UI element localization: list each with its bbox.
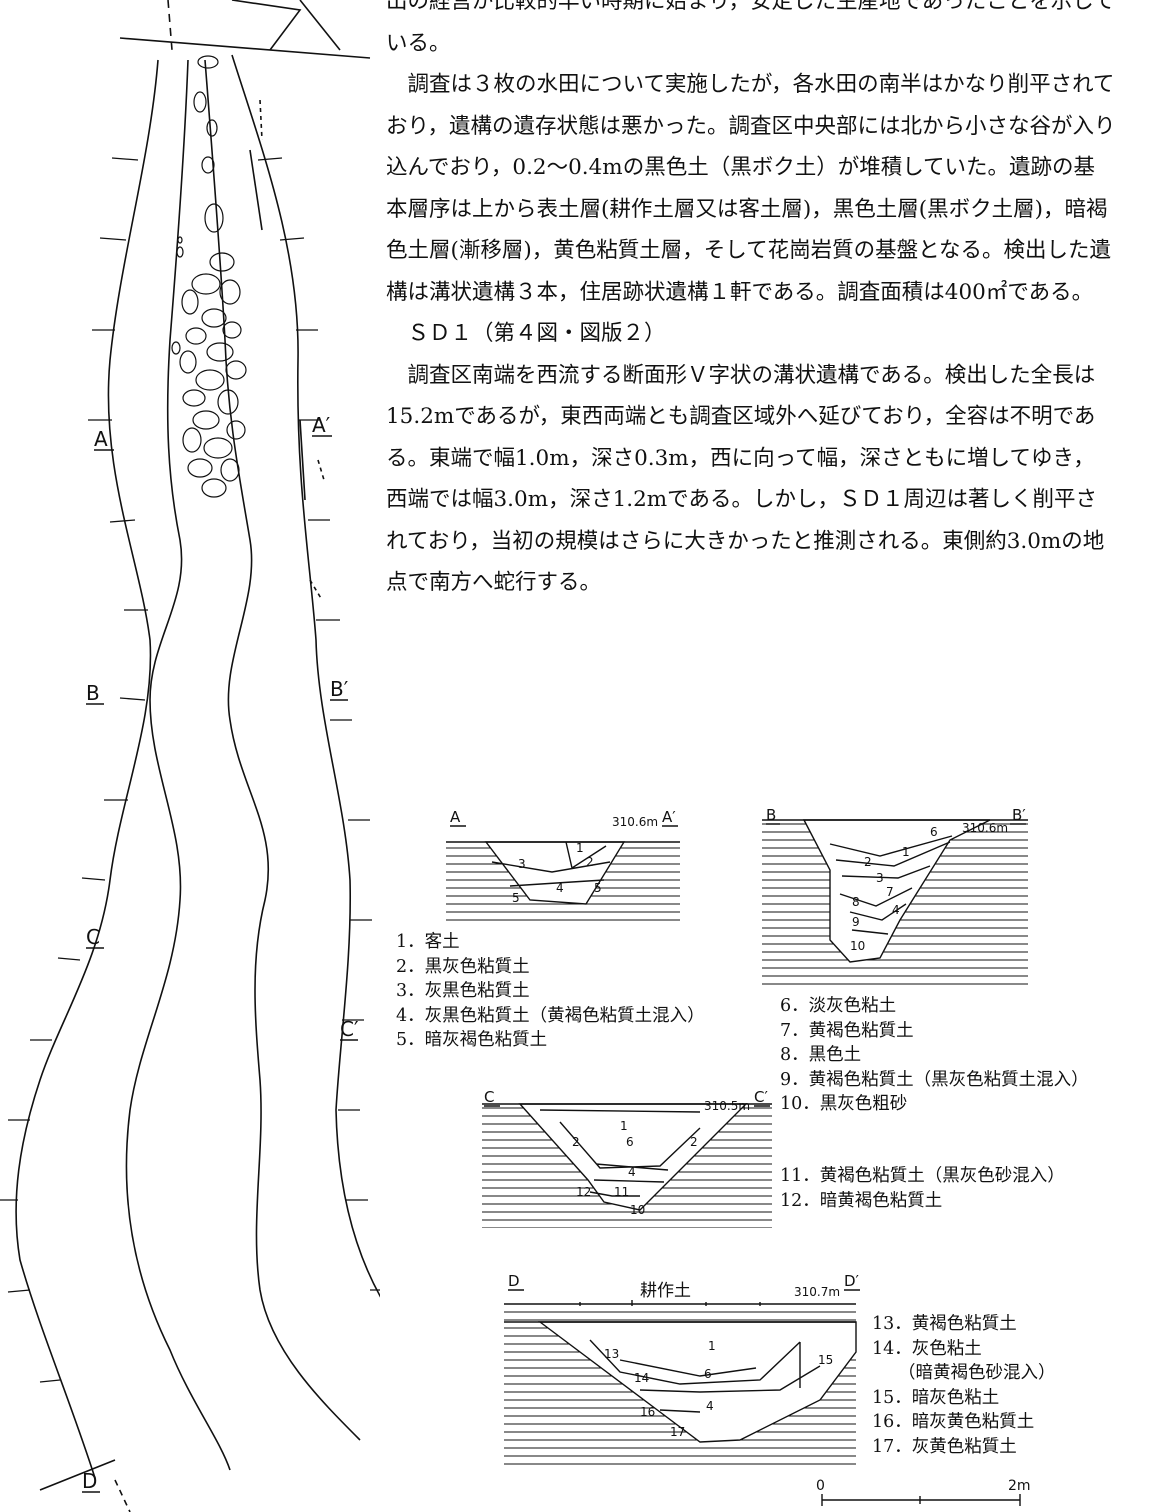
section-d-elev: 310.7m: [794, 1285, 840, 1299]
legend-item: 5．暗灰褐色粘質土: [396, 1030, 548, 1050]
paragraph-1: 出の経営が比較的早い時期に始まり，安定した生産地であったことを示している。: [386, 0, 1115, 56]
section-c-elev: 310.5m: [704, 1099, 750, 1113]
section-c-right: C′: [754, 1088, 768, 1106]
section-c-layer: 4: [628, 1165, 636, 1179]
section-a-layer: 5: [512, 891, 520, 905]
section-d-right: D′: [844, 1272, 860, 1290]
section-b-elev: 310.6m: [962, 821, 1008, 835]
legend-item: 15．暗灰色粘土: [872, 1387, 1000, 1408]
scale-max: 2m: [1008, 1478, 1031, 1494]
legend-item: 11．黄褐色粘質土（黒灰色砂混入）: [780, 1166, 1065, 1186]
stone-cluster: [171, 55, 247, 498]
legend-item: 13．黄褐色粘質土: [872, 1314, 1017, 1334]
section-d-layer: 1: [708, 1339, 716, 1353]
section-d-layer: 15: [818, 1353, 833, 1367]
legend-group-2: 6．淡灰色粘土 7．黄褐色粘質土 8．黒色土 9．黄褐色粘質土（黒灰色粘質土混入…: [780, 994, 1089, 1117]
legend-group-1: 1．客土 2．黒灰色粘質土 3．灰黒色粘質土 4．灰黒色粘質土（黄褐色粘質土混入…: [396, 930, 705, 1053]
section-d-layer: 17: [670, 1425, 685, 1439]
scale-bar: 0 2m: [816, 1478, 1031, 1506]
plan-label-c: C: [86, 925, 100, 949]
section-c-left: C: [484, 1088, 494, 1106]
section-d-layer: 14: [634, 1371, 649, 1385]
section-b-layer: 7: [886, 885, 894, 899]
paragraph-2: 調査は３枚の水田について実施したが，各水田の南半はかなり削平されており，遺構の遺…: [386, 72, 1116, 305]
section-a-layer: 3: [518, 857, 526, 871]
legend-item: 6．淡灰色粘土: [780, 996, 897, 1016]
section-heading-sd1: ＳＤ１（第４図・図版２）: [407, 321, 666, 346]
section-c-layer: 2: [572, 1135, 580, 1149]
section-a-elev: 310.6m: [612, 815, 658, 829]
section-b-layer: 10: [850, 939, 865, 953]
legend-item: 3．灰黒色粘質土: [396, 981, 530, 1001]
plan-label-b: B: [86, 681, 100, 705]
section-b-left: B: [766, 806, 776, 824]
legend-group-4: 13．黄褐色粘質土 14．灰色粘土 （暗黄褐色砂混入） 15．暗灰色粘土 16．…: [872, 1312, 1056, 1459]
section-c-layer: 6: [626, 1135, 634, 1149]
section-a-layer: 5: [594, 881, 602, 895]
legend-item: 8．黒色土: [780, 1045, 862, 1065]
section-c-layer: 2: [690, 1135, 698, 1149]
legend-item: 7．黄褐色粘質土: [780, 1020, 914, 1041]
section-b-layer: 1: [902, 845, 910, 859]
legend-item: 2．黒灰色粘質土: [396, 956, 530, 977]
section-b-layer: 8: [852, 895, 860, 909]
section-a-layer: 1: [576, 841, 584, 855]
legend-item: 12．暗黄褐色粘質土: [780, 1190, 943, 1211]
section-b-layer: 6: [930, 825, 938, 839]
legend-item: （暗黄褐色砂混入）: [898, 1363, 1056, 1383]
section-b-layer: 2: [864, 855, 872, 869]
site-plan-figure: A A′ B B′ C C′ D D′: [0, 0, 380, 1512]
plan-label-a: A: [94, 427, 108, 451]
section-d-left: D: [508, 1272, 520, 1290]
section-a-left: A: [450, 808, 461, 826]
scale-zero: 0: [816, 1478, 825, 1494]
section-c-layer: 1: [620, 1119, 628, 1133]
legend-group-3: 11．黄褐色粘質土（黒灰色砂混入） 12．暗黄褐色粘質土: [780, 1164, 1065, 1213]
section-d-layer: 6: [704, 1367, 712, 1381]
section-c-layer: 10: [630, 1203, 645, 1217]
section-b-layer: 4: [892, 903, 900, 917]
legend-item: 14．灰色粘土: [872, 1338, 982, 1359]
section-b-layer: 3: [876, 871, 884, 885]
body-text: 出の経営が比較的早い時期に始まり，安定した生産地であったことを示している。 調査…: [386, 0, 1116, 604]
section-a-layer: 2: [586, 855, 594, 869]
legend-item: 10．黒灰色粗砂: [780, 1094, 908, 1114]
plan-label-a-prime: A′: [312, 413, 331, 437]
legend-item: 1．客土: [396, 932, 460, 952]
section-d-topsoil: 耕作土: [640, 1281, 691, 1301]
section-b-right: B′: [1012, 806, 1026, 824]
plan-label-d: D: [82, 1469, 97, 1493]
legend-item: 9．黄褐色粘質土（黒灰色粘質土混入）: [780, 1069, 1089, 1090]
plan-label-b-prime: B′: [330, 677, 349, 701]
section-c-layer: 12: [576, 1185, 591, 1199]
section-d-layer: 4: [706, 1399, 714, 1413]
section-b-layer: 9: [852, 915, 860, 929]
legend-item: 16．暗灰黄色粘質土: [872, 1412, 1035, 1432]
section-a-right: A′: [662, 808, 676, 826]
paragraph-3: 調査区南端を西流する断面形Ｖ字状の溝状遺構である。検出した全長は15.2mである…: [386, 362, 1105, 596]
section-c-layer: 11: [614, 1185, 629, 1199]
section-d-layer: 16: [640, 1405, 655, 1419]
legend-item: 17．灰黄色粘質土: [872, 1436, 1017, 1457]
section-d-layer: 13: [604, 1347, 619, 1361]
section-a-layer: 4: [556, 881, 564, 895]
plan-label-c-prime: C′: [340, 1017, 359, 1041]
legend-item: 4．灰黒色粘質土（黄褐色粘質土混入）: [396, 1005, 705, 1026]
